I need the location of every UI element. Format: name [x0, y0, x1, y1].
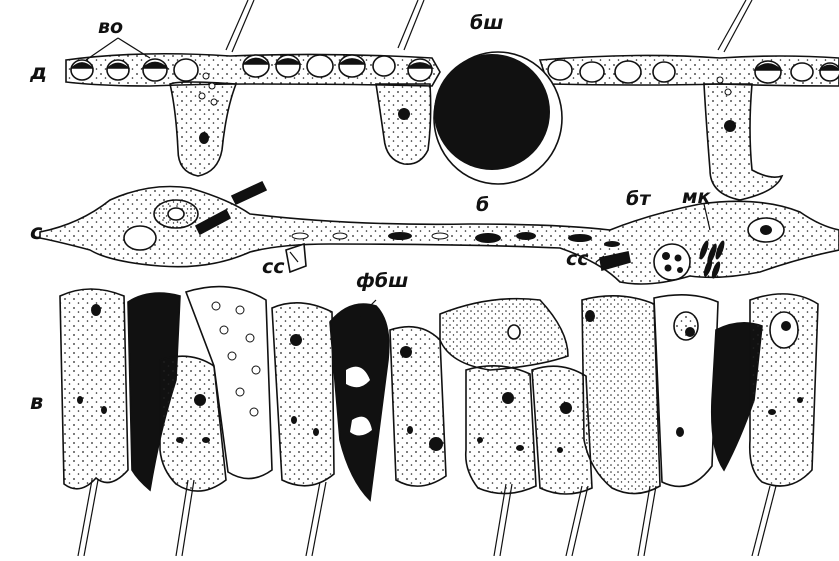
large-flat-cell [440, 299, 568, 370]
middle-layer [40, 182, 839, 284]
amoebocyte-granular [654, 244, 690, 280]
label-bsh: бш [470, 14, 503, 33]
top-hanging-cell-2 [376, 84, 431, 164]
layer-label-bottom: в [30, 392, 43, 413]
tall-dotted-cell [582, 296, 660, 494]
label-ss-left: сс [262, 258, 285, 277]
layer-label-top: д [30, 62, 47, 83]
basal-cell-1 [60, 289, 128, 489]
label-vo: во [98, 18, 123, 37]
basal-cell-4 [390, 327, 446, 486]
label-b: б [476, 196, 489, 215]
label-mk: мк [682, 188, 710, 207]
basal-cell-5 [466, 366, 536, 494]
bottom-fibres [78, 480, 776, 556]
label-ss-right: сс [566, 250, 589, 269]
top-layer [66, 0, 839, 200]
phagocyte-black-cell [330, 304, 389, 500]
basal-cell-3 [272, 303, 334, 486]
label-bt: бт [626, 190, 650, 209]
layer-label-middle: с [30, 222, 42, 243]
bottom-layer [60, 287, 818, 556]
top-hanging-cell-3 [704, 84, 782, 200]
label-fbsh: фбш [356, 272, 408, 291]
